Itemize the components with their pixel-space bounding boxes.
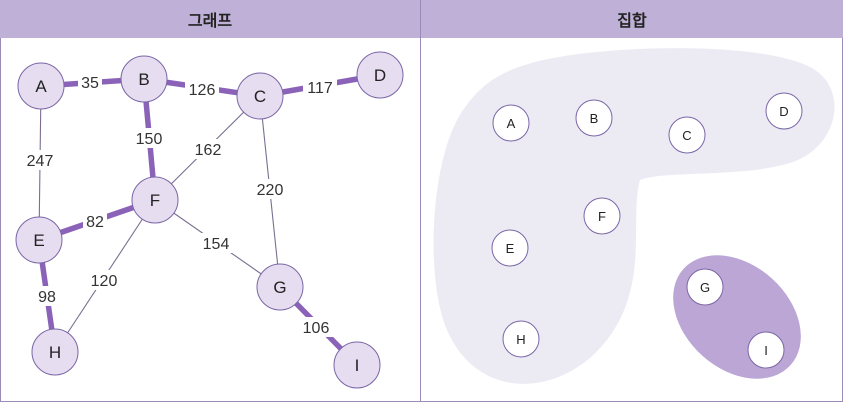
graph-edge-labels: 35 126 117 247 150 162 220 82 154 120 98 106 [23, 72, 337, 337]
graph-node-d [356, 51, 404, 99]
graph-node-label: F [150, 191, 160, 210]
set-header: 집합 [421, 0, 843, 38]
set-region-main [433, 48, 835, 384]
edge-weight-label: 98 [38, 289, 56, 306]
edge-weight-bg [199, 233, 233, 253]
edge-weight-bg [253, 179, 287, 199]
graph-title: 그래프 [187, 11, 233, 30]
edge-weight-label: 35 [81, 75, 99, 92]
set-element-g [686, 268, 724, 306]
set-panel: A B C D E F H G I [433, 48, 835, 384]
set-element-h [502, 320, 540, 358]
set-region-sub [673, 255, 801, 379]
edge-weight-bg [185, 79, 219, 99]
set-element-label: E [506, 241, 515, 256]
graph-node-label: H [49, 343, 61, 362]
graph-node-e [15, 216, 63, 264]
graph-node-b [120, 55, 168, 103]
set-element-i [747, 331, 785, 369]
graph-node-g [256, 263, 304, 311]
graph-node-label: D [374, 66, 386, 85]
graph-node-label: E [33, 231, 44, 250]
graph-node-c [236, 72, 284, 120]
edge-weight-label: 120 [91, 273, 118, 290]
panel-divider [420, 0, 421, 402]
graph-node-label: B [138, 70, 149, 89]
edge-weight-bg [132, 128, 166, 148]
edge-weight-label: 247 [27, 153, 54, 170]
edge-weight-bg [78, 72, 102, 92]
set-element-label: G [700, 280, 710, 295]
set-title: 집합 [617, 11, 647, 30]
set-element-a [492, 104, 530, 142]
set-element-b [575, 99, 613, 137]
edge-weight-bg [83, 211, 107, 231]
graph-nodes: A B C D E F G H I [15, 51, 404, 389]
edge-weight-label: 150 [136, 131, 163, 148]
set-nodes: A B C D E F H G I [491, 92, 803, 369]
edge-weight-bg [191, 139, 225, 159]
edge-weight-label: 126 [189, 82, 216, 99]
edge-weight-label: 154 [203, 236, 230, 253]
edge-weight-label: 162 [195, 142, 222, 159]
set-element-e [491, 229, 529, 267]
graph-node-a [17, 62, 65, 110]
graph-node-i [333, 341, 381, 389]
set-element-label: A [507, 116, 516, 131]
set-element-label: B [590, 111, 599, 126]
edge-weight-label: 82 [86, 214, 104, 231]
graph-node-f [131, 176, 179, 224]
set-element-c [668, 116, 706, 154]
edge-weight-bg [303, 77, 337, 97]
edge-weight-label: 106 [303, 320, 330, 337]
set-element-label: H [516, 332, 525, 347]
graph-node-label: C [254, 87, 266, 106]
set-element-d [765, 92, 803, 130]
graph-node-h [31, 328, 79, 376]
edge-weight-label: 117 [307, 80, 333, 97]
edge-weight-bg [87, 270, 121, 290]
graph-header: 그래프 [0, 0, 420, 38]
set-element-label: C [682, 128, 691, 143]
set-element-label: I [764, 343, 768, 358]
set-element-label: D [779, 104, 788, 119]
edge-weight-bg [23, 150, 57, 170]
edge-weight-bg [35, 286, 59, 306]
graph-node-label: G [273, 278, 286, 297]
graph-node-label: A [35, 77, 47, 96]
edge-weight-label: 220 [257, 182, 284, 199]
graph-panel: 35 126 117 247 150 162 220 82 154 120 98 106 A B C D E F… [15, 51, 404, 389]
edge-weight-bg [299, 317, 333, 337]
set-element-label: F [598, 209, 606, 224]
graph-node-label: I [355, 356, 360, 375]
set-element-f [583, 197, 621, 235]
